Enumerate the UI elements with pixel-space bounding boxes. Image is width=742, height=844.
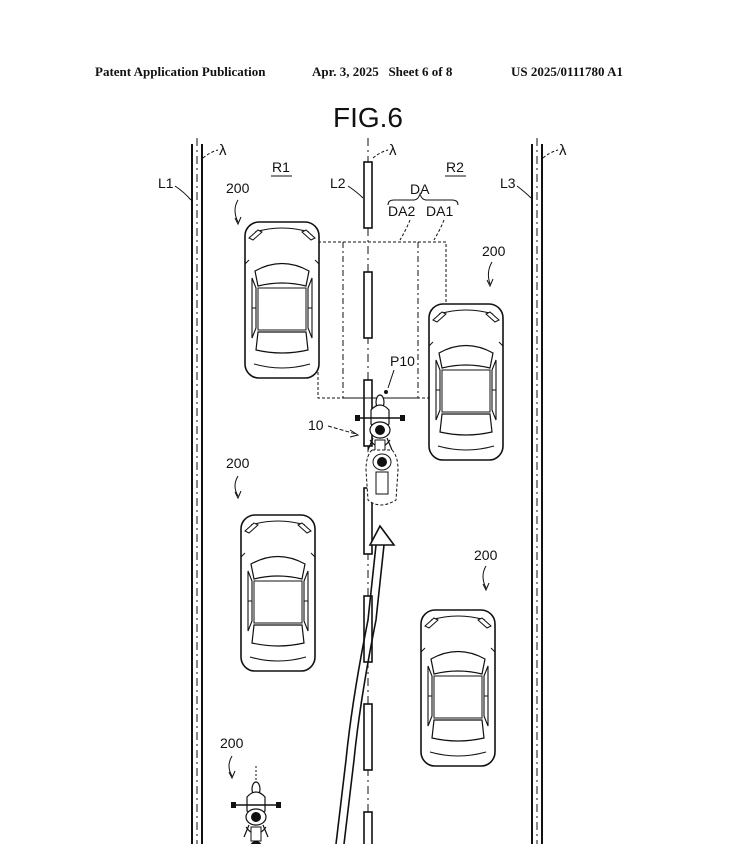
label-l3: L3 — [500, 175, 516, 191]
lambda-labels: λ λ λ — [202, 142, 567, 159]
label-200-b: 200 — [482, 243, 506, 259]
page-header: Patent Application Publication Apr. 3, 2… — [0, 64, 742, 84]
label-p10: P10 — [390, 353, 415, 369]
lambda-label-center: λ — [389, 142, 397, 159]
vehicle-200-right-rear — [420, 609, 496, 767]
label-200-e: 200 — [220, 735, 244, 751]
label-200-a: 200 — [226, 180, 250, 196]
ego-motorcycle-10 — [365, 449, 399, 506]
date-sheet-label: Apr. 3, 2025 Sheet 6 of 8 — [312, 64, 453, 79]
label-da: DA — [410, 181, 430, 197]
label-da2: DA2 — [388, 203, 415, 219]
label-l1: L1 — [158, 175, 174, 191]
lane-line-l1 — [191, 138, 203, 844]
label-r2: R2 — [446, 159, 464, 175]
vehicle-200-right-front — [428, 303, 504, 461]
label-l2: L2 — [330, 175, 346, 191]
detection-area-da — [317, 241, 447, 399]
lambda-label-left: λ — [219, 142, 227, 159]
label-da1: DA1 — [426, 203, 453, 219]
trajectory-arrow — [335, 524, 396, 844]
lambda-label-right: λ — [559, 142, 567, 159]
label-200-c: 200 — [226, 455, 250, 471]
patent-number: US 2025/0111780 A1 — [511, 64, 623, 79]
label-200-d: 200 — [474, 547, 498, 563]
figure-title: FIG.6 — [333, 102, 403, 133]
vehicle-labels: 200 200 200 200 200 — [220, 180, 506, 780]
label-r1: R1 — [272, 159, 290, 175]
publication-label: Patent Application Publication — [95, 64, 266, 79]
lane-line-l3 — [531, 138, 543, 844]
position-p10-marker — [384, 390, 388, 394]
vehicle-200-left-mid — [240, 514, 316, 672]
rear-motorcycle-200 — [230, 766, 282, 844]
vehicle-200-left-front — [244, 221, 320, 379]
label-10: 10 — [308, 417, 324, 433]
